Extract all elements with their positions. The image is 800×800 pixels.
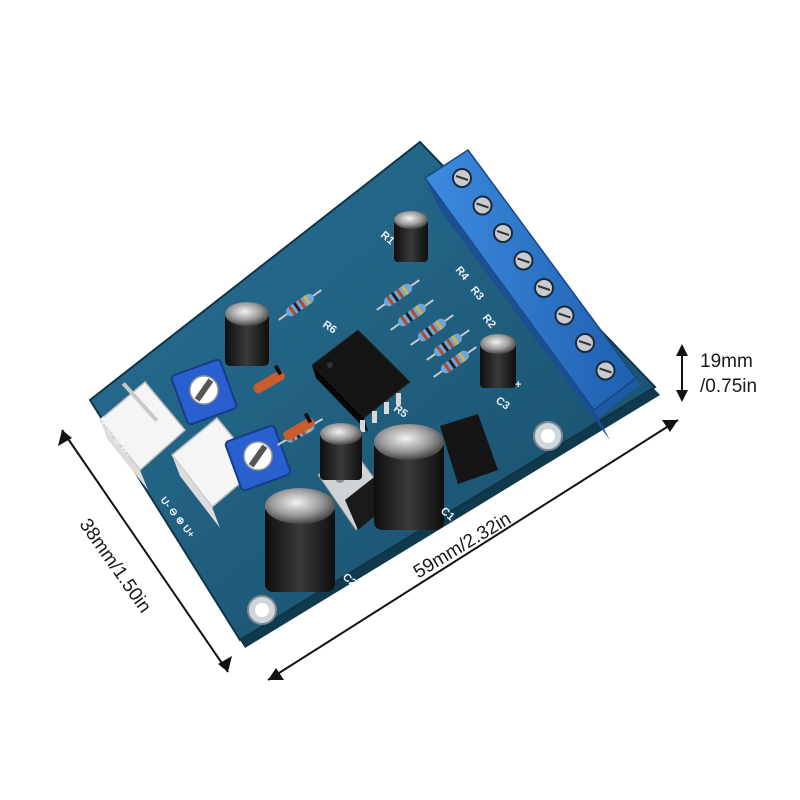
diode xyxy=(283,412,315,441)
capacitor-small xyxy=(394,211,428,262)
terminal-screw xyxy=(595,360,616,381)
resistor xyxy=(390,299,434,331)
silk-plus: + xyxy=(515,379,521,391)
terminal-screw xyxy=(472,195,493,216)
trimmer-potentiometer xyxy=(224,424,292,492)
dimension-line-depth xyxy=(58,429,232,673)
capacitor-small xyxy=(320,423,362,480)
mounting-hole xyxy=(533,421,563,451)
height-label-line1: 19mm xyxy=(700,351,753,372)
dimension-line-height xyxy=(676,344,688,402)
resistor xyxy=(433,346,477,378)
transistor xyxy=(440,414,498,484)
dimension-line-width xyxy=(267,419,679,681)
resistor xyxy=(426,329,470,361)
ic-chip xyxy=(311,329,411,432)
terminal-screw xyxy=(452,168,472,188)
terminal-screw xyxy=(513,250,534,271)
terminal-screw xyxy=(554,305,575,326)
terminal-screw xyxy=(575,333,595,353)
terminal-screw xyxy=(534,278,554,298)
terminal-screw xyxy=(493,223,513,243)
resistor xyxy=(410,314,454,346)
capacitor-small xyxy=(225,302,269,366)
resistor xyxy=(278,289,322,321)
trimmer-potentiometer xyxy=(170,358,238,426)
resistor xyxy=(376,279,420,311)
capacitor-c1 xyxy=(374,424,444,530)
height-label-line2: /0.75in xyxy=(700,376,758,397)
diode xyxy=(253,364,285,394)
capacitor-small xyxy=(480,334,516,388)
capacitor-c2 xyxy=(265,488,335,592)
white-connector-a xyxy=(98,380,187,490)
mounting-hole xyxy=(247,595,277,625)
screw-terminal-block xyxy=(423,148,640,440)
